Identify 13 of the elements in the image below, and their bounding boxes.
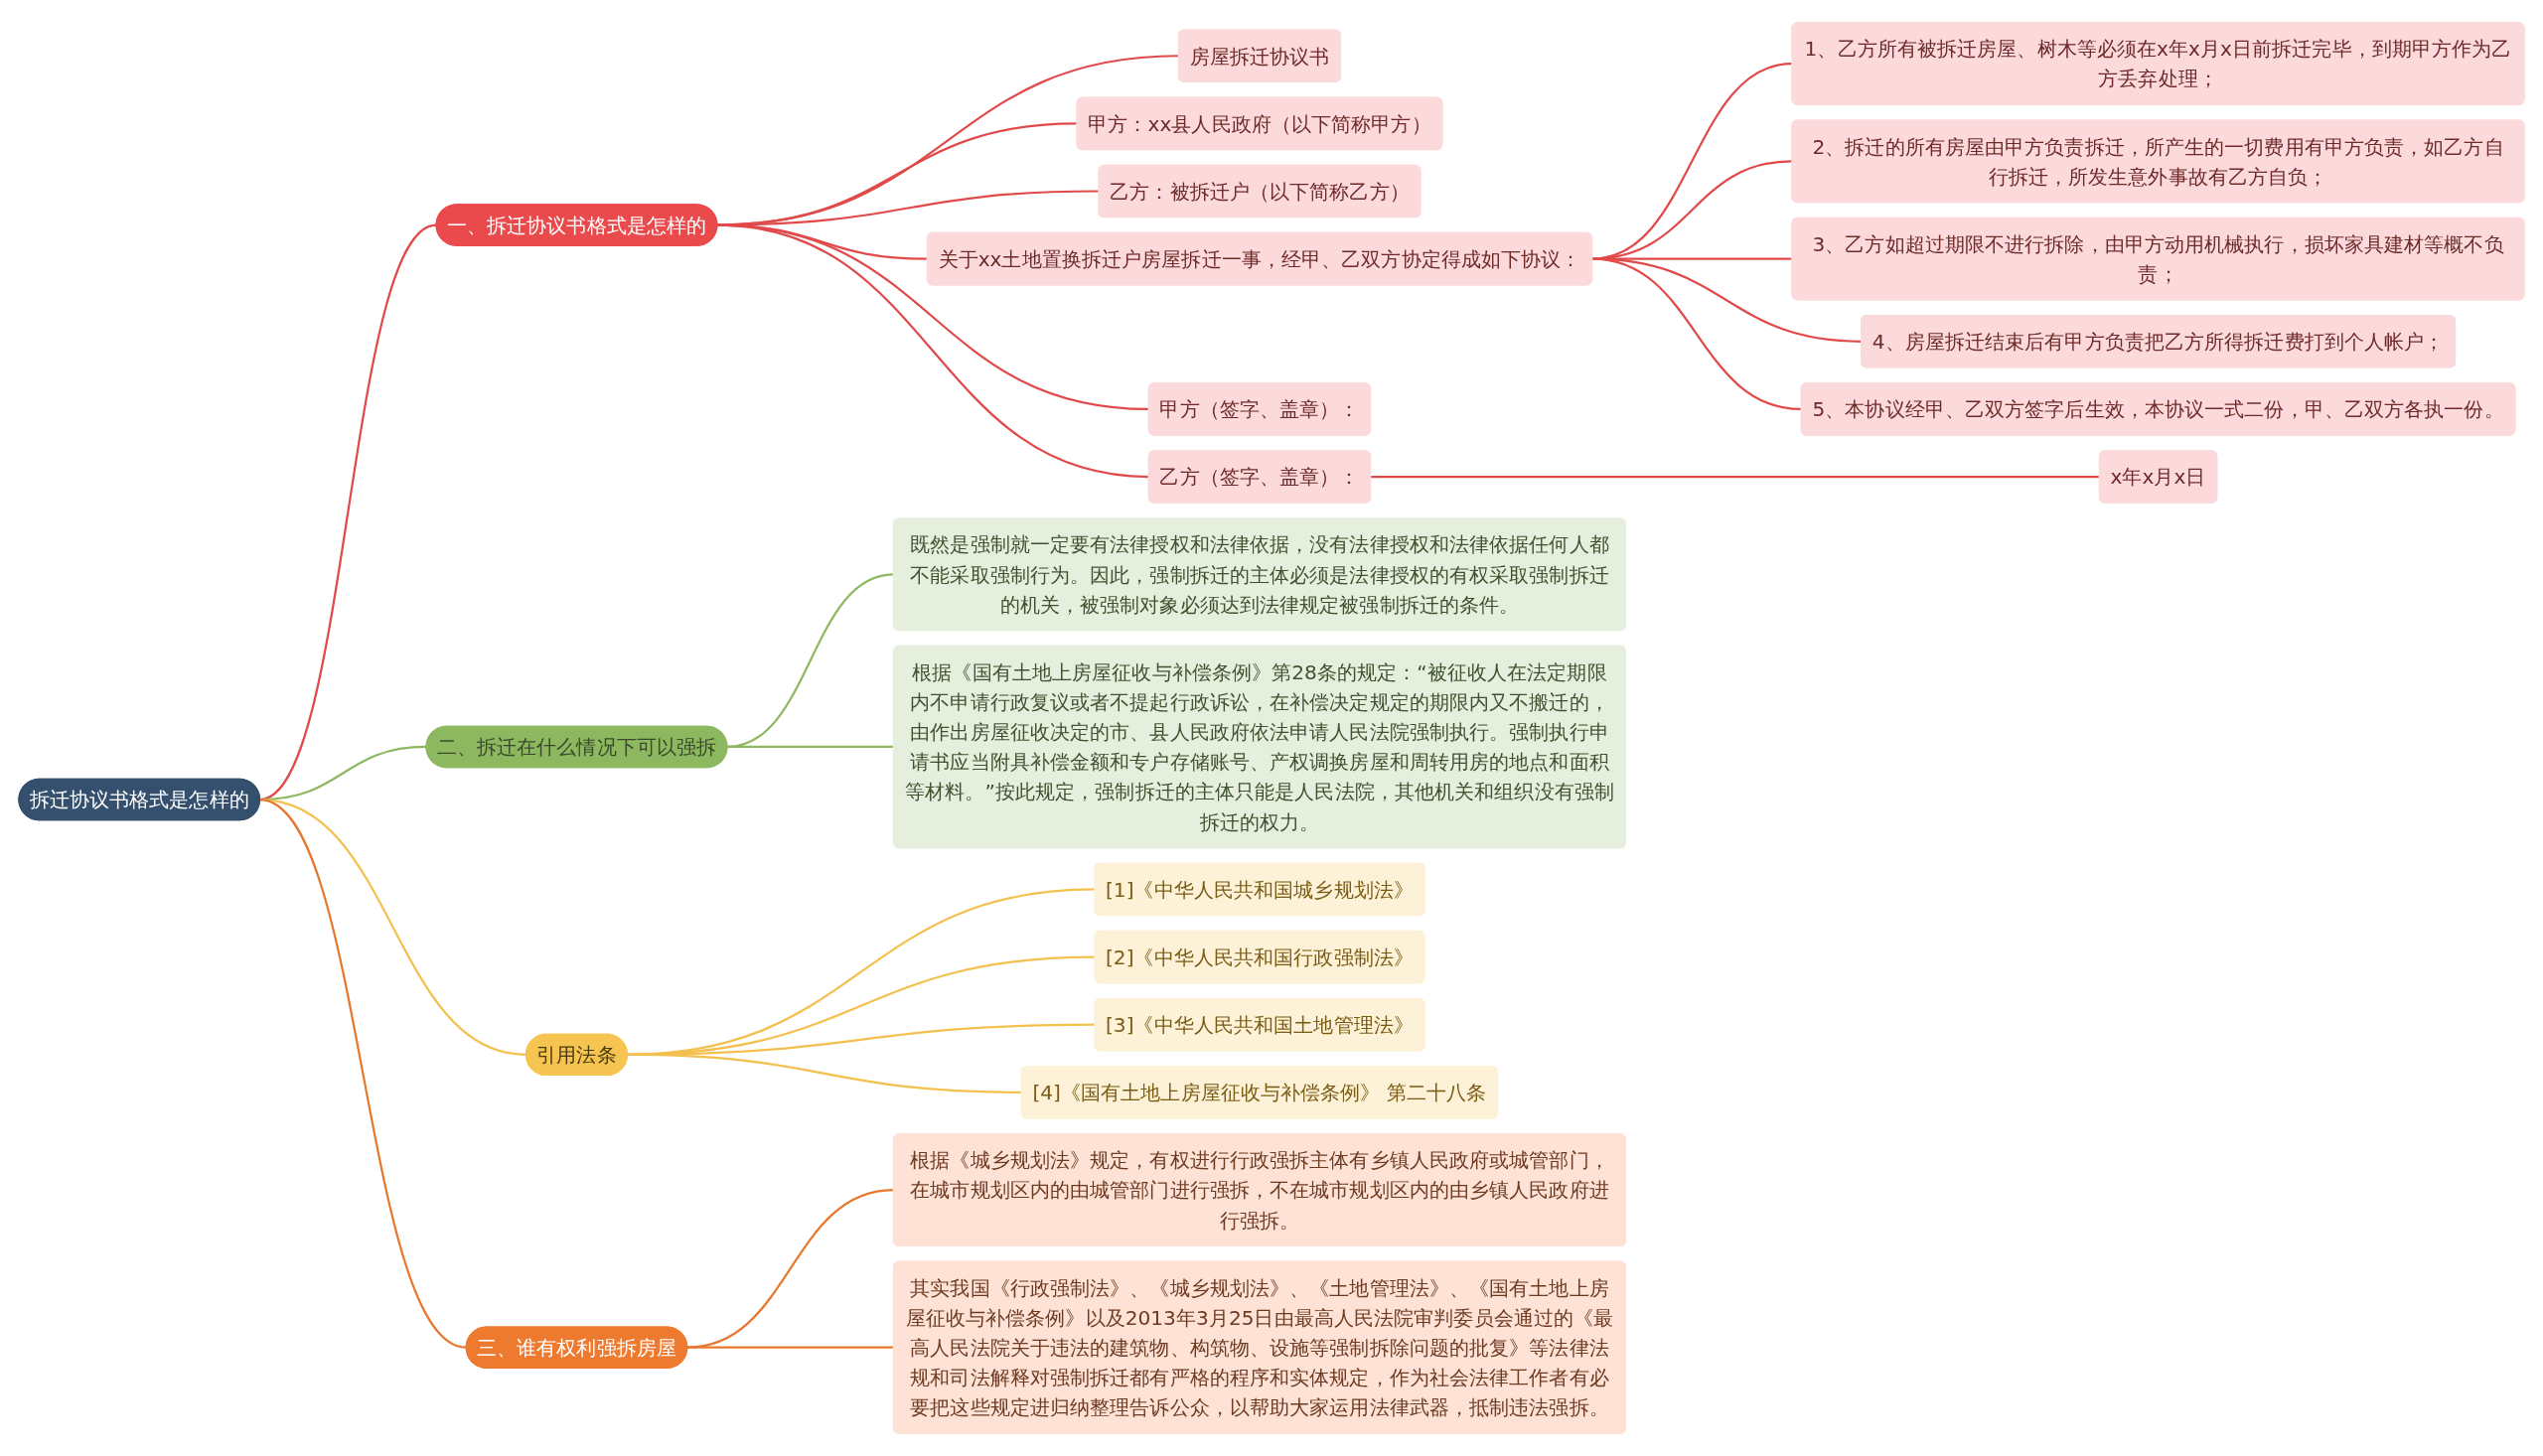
connector — [1370, 475, 2100, 479]
connector — [726, 745, 894, 749]
connector — [1591, 257, 1792, 260]
connector — [1591, 160, 1793, 260]
connector — [686, 1346, 894, 1349]
connector — [1591, 257, 1862, 343]
connector — [716, 223, 1149, 479]
connector — [259, 799, 467, 1349]
connector — [627, 1053, 1022, 1093]
connector — [686, 1189, 894, 1349]
connector — [1591, 62, 1793, 260]
connector — [726, 573, 894, 749]
connector — [1591, 257, 1802, 411]
